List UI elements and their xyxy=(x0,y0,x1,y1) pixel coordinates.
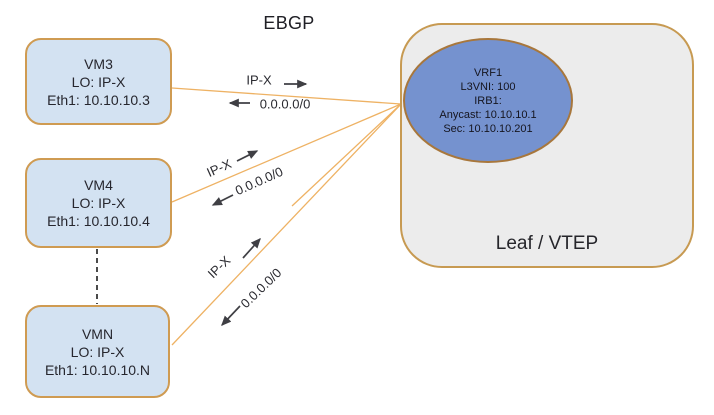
link-stub-leaf xyxy=(291,103,402,207)
vm4-loopback-label: LO: IP-X xyxy=(71,195,126,211)
vmn-loopback-label: LO: IP-X xyxy=(70,343,125,360)
vrf-l3vni-label: L3VNI: 100 xyxy=(460,80,516,93)
vmn-node: VMN LO: IP-X Eth1: 10.10.10.N xyxy=(25,305,170,398)
vmn-name-label: VMN xyxy=(81,325,114,342)
vm3-loopback-label: LO: IP-X xyxy=(71,73,126,90)
link-vm4-leaf xyxy=(171,103,402,203)
vmn-default-route-label: 0.0.0.0/0 xyxy=(237,265,285,311)
vm4-advertise-arrow-icon xyxy=(236,150,259,162)
vrf-irb-label: IRB1: xyxy=(474,94,502,107)
vm4-eth-label: Eth1: 10.10.10.4 xyxy=(47,213,150,229)
vm4-node: VM4 LO: IP-X Eth1: 10.10.10.4 xyxy=(25,158,172,248)
vm3-eth-label: Eth1: 10.10.10.3 xyxy=(47,91,150,108)
vmn-default-route-arrow-icon xyxy=(221,305,241,326)
vrf-anycast-label: Anycast: 10.10.10.1 xyxy=(439,108,537,121)
vmn-eth-label: Eth1: 10.10.10.N xyxy=(44,361,151,378)
vrf-sec-label: Sec: 10.10.10.201 xyxy=(443,122,533,135)
vmn-advertise-arrow-icon xyxy=(242,237,261,259)
vm3-default-route-label: 0.0.0.0/0 xyxy=(259,96,311,112)
vrf-name-label: VRF1 xyxy=(473,66,503,79)
vm4-default-route-arrow-icon xyxy=(211,194,234,206)
diagram-title: EBGP xyxy=(263,13,315,33)
vm4-default-route-label: 0.0.0.0/0 xyxy=(232,163,286,199)
vrf1-ellipse: VRF1 L3VNI: 100 IRB1: Anycast: 10.10.10.… xyxy=(403,38,573,163)
vm4-advertised-prefix-label: IP-X xyxy=(204,156,234,180)
vm3-advertised-prefix-label: IP-X xyxy=(246,72,272,88)
leaf-vtep-label: Leaf / VTEP xyxy=(495,233,599,254)
vmn-advertised-prefix-label: IP-X xyxy=(204,252,234,282)
vm3-name-label: VM3 xyxy=(84,55,113,72)
link-vmn-leaf xyxy=(171,103,402,346)
vm3-node: VM3 LO: IP-X Eth1: 10.10.10.3 xyxy=(25,38,172,125)
vm4-name-label: VM4 xyxy=(84,177,113,193)
